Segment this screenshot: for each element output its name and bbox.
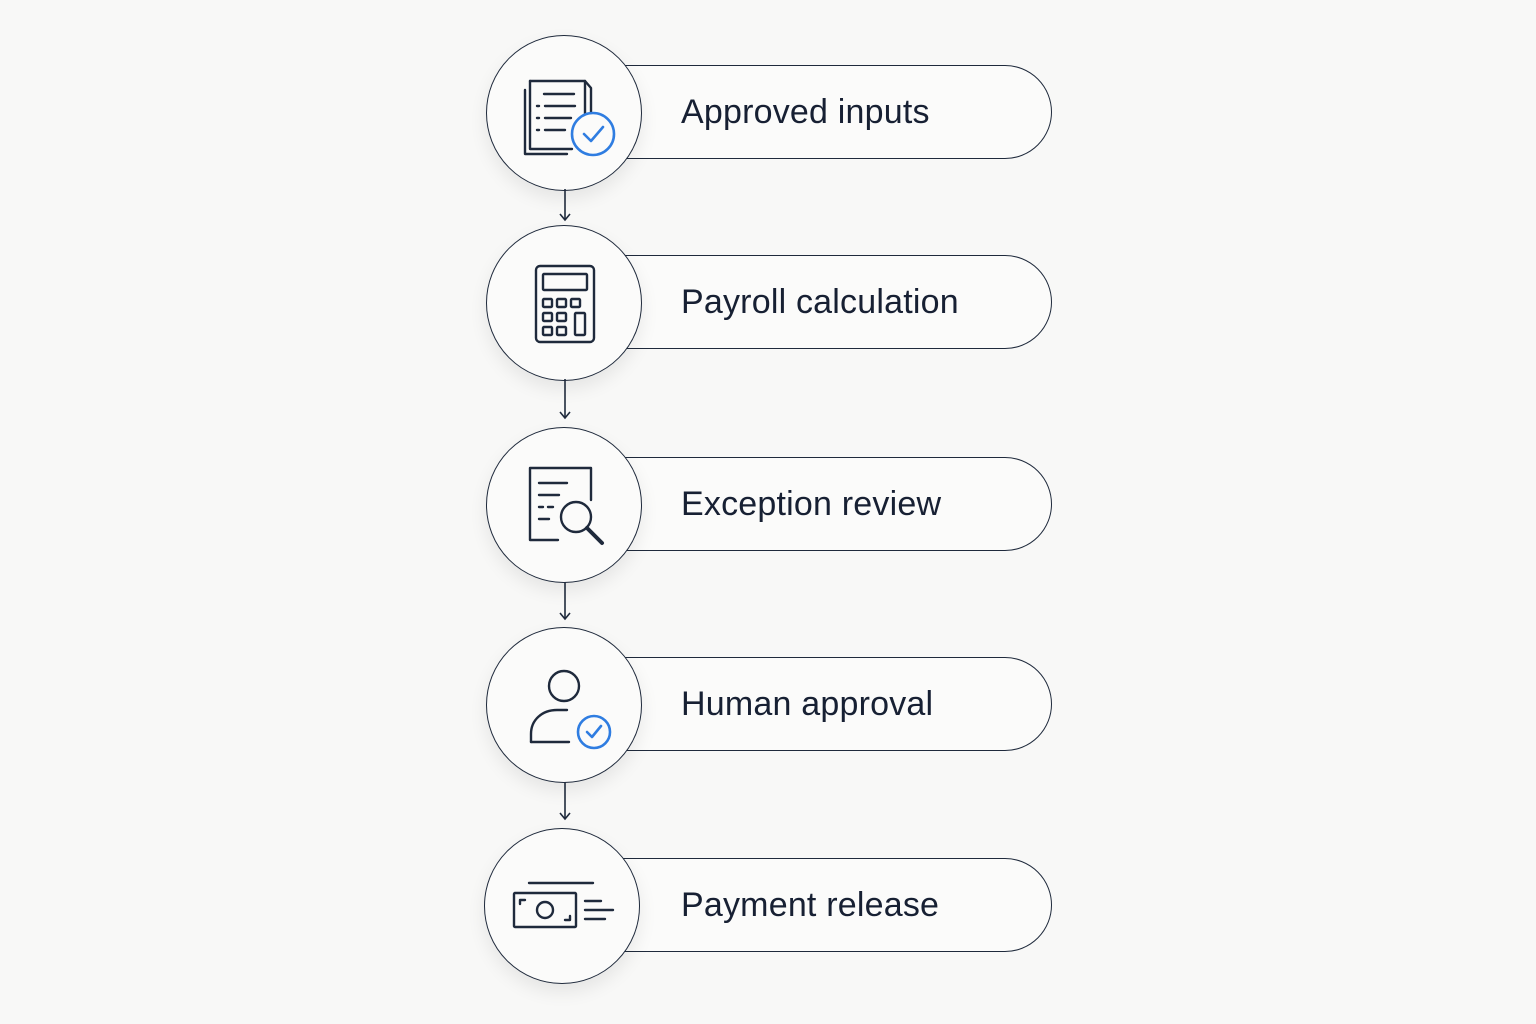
step-pill — [576, 858, 1052, 952]
step-label: Approved inputs — [681, 93, 930, 131]
step-label: Payment release — [681, 886, 940, 924]
arrow-connector — [556, 189, 574, 223]
step-exception-review: Exception review — [486, 425, 1054, 585]
step-pill — [576, 255, 1052, 349]
step-icon-circle — [486, 225, 642, 381]
arrow-connector — [556, 782, 574, 822]
step-label: Exception review — [681, 485, 942, 523]
step-human-approval: Human approval — [486, 625, 1054, 785]
money-transfer-icon — [512, 881, 615, 929]
step-icon-circle — [484, 828, 640, 984]
document-search-icon — [528, 466, 604, 545]
step-icon-circle — [486, 627, 642, 783]
step-approved-inputs: Approved inputs — [486, 33, 1054, 193]
step-label: Human approval — [681, 685, 934, 723]
user-check-icon — [529, 669, 612, 750]
step-icon-circle — [486, 35, 642, 191]
arrow-connector — [556, 582, 574, 622]
step-icon-circle — [486, 427, 642, 583]
calculator-icon — [534, 264, 596, 344]
step-pill — [576, 65, 1052, 159]
step-pill — [576, 657, 1052, 751]
document-check-icon — [523, 79, 616, 157]
step-payment-release: Payment release — [484, 826, 1054, 986]
step-pill — [576, 457, 1052, 551]
step-payroll-calculation: Payroll calculation — [486, 223, 1054, 383]
arrow-connector — [556, 379, 574, 421]
step-label: Payroll calculation — [681, 283, 959, 321]
